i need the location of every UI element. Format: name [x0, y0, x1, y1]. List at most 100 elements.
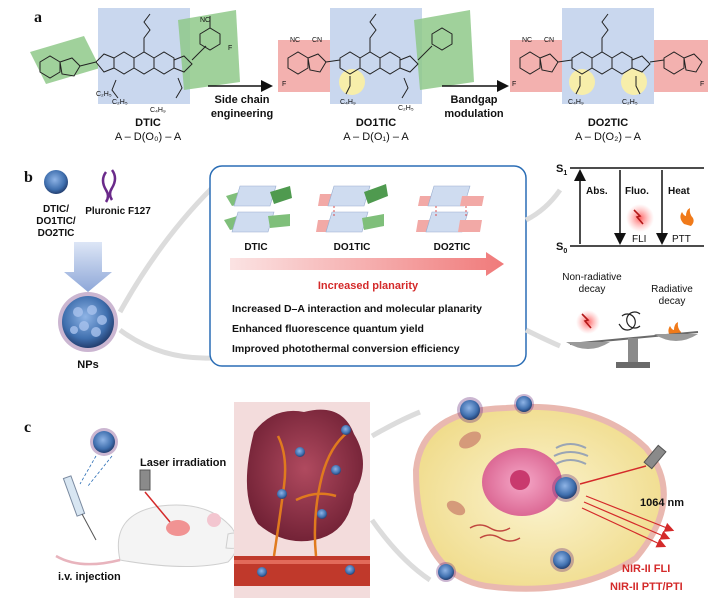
panel-b-label: b	[24, 169, 33, 186]
do1tic-cn-label: CN	[312, 37, 322, 44]
molecule-sphere-icon	[44, 170, 68, 194]
stack-do1tic	[316, 184, 388, 233]
radiative-label-1: Radiative	[651, 284, 693, 295]
left-label-line-3: DO2TIC	[38, 228, 75, 239]
radiative-label-2: decay	[659, 296, 686, 307]
side-chain-label-1: Side chain	[214, 94, 269, 106]
blood-vessel-highlight	[234, 560, 370, 564]
nanoparticle-icon	[58, 292, 118, 352]
do2tic-chain-label-2: C₂H₅	[622, 99, 638, 106]
cell-illustration	[412, 394, 667, 592]
molecule-do1tic: NC CN F C₄H₉ C₂H₅	[278, 8, 474, 112]
nir-ptt-label: NIR-II PTT/PTI	[610, 581, 683, 593]
molecule-dtic: C₂H₅ C₄H₉ C₂H₅ NC F	[30, 8, 240, 114]
np-callout-line-1	[79, 455, 97, 485]
nps-label: NPs	[77, 359, 98, 371]
connector-right-top	[524, 188, 563, 223]
lightning-icon	[633, 209, 644, 225]
do2tic-cn-label: CN	[544, 37, 554, 44]
mouse-illustration	[55, 504, 247, 568]
left-label-line-2: DO1TIC/	[36, 216, 76, 227]
do2tic-name: DO2TIC	[588, 117, 628, 129]
stack-label-dtic: DTIC	[244, 242, 267, 253]
endoplasmic-reticulum	[469, 524, 521, 542]
panel-a-label: a	[34, 9, 42, 26]
flame-icon	[680, 208, 694, 226]
output-arrow-3	[581, 507, 667, 548]
bullet-2: Enhanced fluorescence quantum yield	[232, 323, 424, 335]
connector-right-bottom	[524, 327, 561, 349]
balance-lightning-icon	[581, 313, 592, 329]
mouse-tail	[55, 554, 121, 566]
do1tic-nc-label: NC	[290, 37, 300, 44]
dtic-formula: A – D(O₀) – A	[115, 131, 182, 143]
do1tic-formula: A – D(O₁) – A	[343, 131, 409, 143]
balance-right-pan	[654, 334, 698, 341]
do2tic-chain-label-1: C₄H₉	[568, 99, 584, 106]
dtic-chain-label-1: C₂H₅	[112, 99, 128, 106]
do1tic-left-acceptor-plane	[278, 40, 330, 92]
stack-do2tic	[416, 185, 484, 233]
do2tic-oxygen-highlight-2	[621, 69, 647, 95]
mitochondrion-2	[446, 500, 466, 516]
nonradiative-label-1: Non-radiative	[562, 272, 622, 283]
cell-nucleolus	[510, 470, 530, 490]
mitochondrion-1	[459, 431, 481, 449]
cell-np-2	[516, 396, 532, 412]
mouse-tumor-spot	[166, 520, 190, 536]
connector-cell-bottom	[369, 518, 432, 583]
abs-label: Abs.	[586, 186, 608, 197]
bandgap-label-2: modulation	[444, 108, 504, 120]
dtic-cn-label: NC	[200, 17, 210, 24]
do2tic-oxygen-highlight-1	[569, 69, 595, 95]
np-callout-line-2	[87, 455, 113, 487]
do2tic-left-acceptor-plane	[510, 40, 562, 92]
wavelength-label: 1064 nm	[640, 497, 684, 509]
laser-beam-left	[144, 491, 171, 523]
dtic-chain-label-2: C₄H₉	[150, 107, 166, 114]
balance-lightning-glow	[576, 310, 600, 334]
cell-np-1	[460, 400, 480, 420]
do1tic-f-label: F	[282, 81, 286, 88]
laser-head-right	[643, 444, 667, 470]
balance-scale: Non-radiative decay Radiative decay	[562, 272, 699, 368]
injection-label: i.v. injection	[58, 571, 121, 583]
panel-c-label: c	[24, 419, 31, 436]
np-injected-icon	[93, 431, 115, 453]
dtic-chain-label-3: C₂H₅	[96, 91, 112, 98]
laser-label: Laser irradiation	[140, 457, 226, 469]
bullet-1: Increased D–A interaction and molecular …	[232, 303, 482, 315]
output-arrow-2	[583, 501, 671, 540]
tumor-nanoparticles	[257, 425, 355, 577]
cell-np-3	[555, 477, 577, 499]
heat-label: Heat	[668, 186, 690, 197]
fli-label: FLI	[632, 234, 646, 245]
nir-fli-label: NIR-II FLI	[622, 563, 670, 575]
tumor-vessels	[272, 431, 349, 557]
balance-base	[616, 362, 650, 368]
dtic-name: DTIC	[135, 117, 161, 129]
fluorescence-glow-icon	[626, 204, 654, 232]
planarity-label: Increased planarity	[318, 280, 419, 292]
do2tic-f-label-right: F	[700, 81, 704, 88]
planarity-arrow	[230, 252, 504, 276]
stack-dtic	[224, 185, 292, 233]
cell-np-4	[553, 551, 571, 569]
cell-np-5	[438, 564, 454, 580]
exchange-cycle-icon	[618, 311, 641, 331]
output-arrow-1	[585, 495, 675, 532]
do2tic-formula: A – D(O₂) – A	[575, 131, 642, 143]
fluo-label: Fluo.	[625, 186, 649, 197]
energy-diagram: S1 S0 Abs. Fluo. Heat FLI PTT	[556, 163, 704, 255]
nonradiative-label-2: decay	[579, 284, 606, 295]
bullet-3: Improved photothermal conversion efficie…	[232, 343, 460, 355]
do2tic-nc-label: NC	[522, 37, 532, 44]
do2tic-f-label-left: F	[512, 81, 516, 88]
tumor-tissue	[234, 402, 370, 598]
syringe-icon	[62, 475, 97, 541]
stack-label-do1tic: DO1TIC	[334, 242, 371, 253]
mouse-ear	[207, 513, 221, 527]
balance-post	[628, 338, 638, 364]
